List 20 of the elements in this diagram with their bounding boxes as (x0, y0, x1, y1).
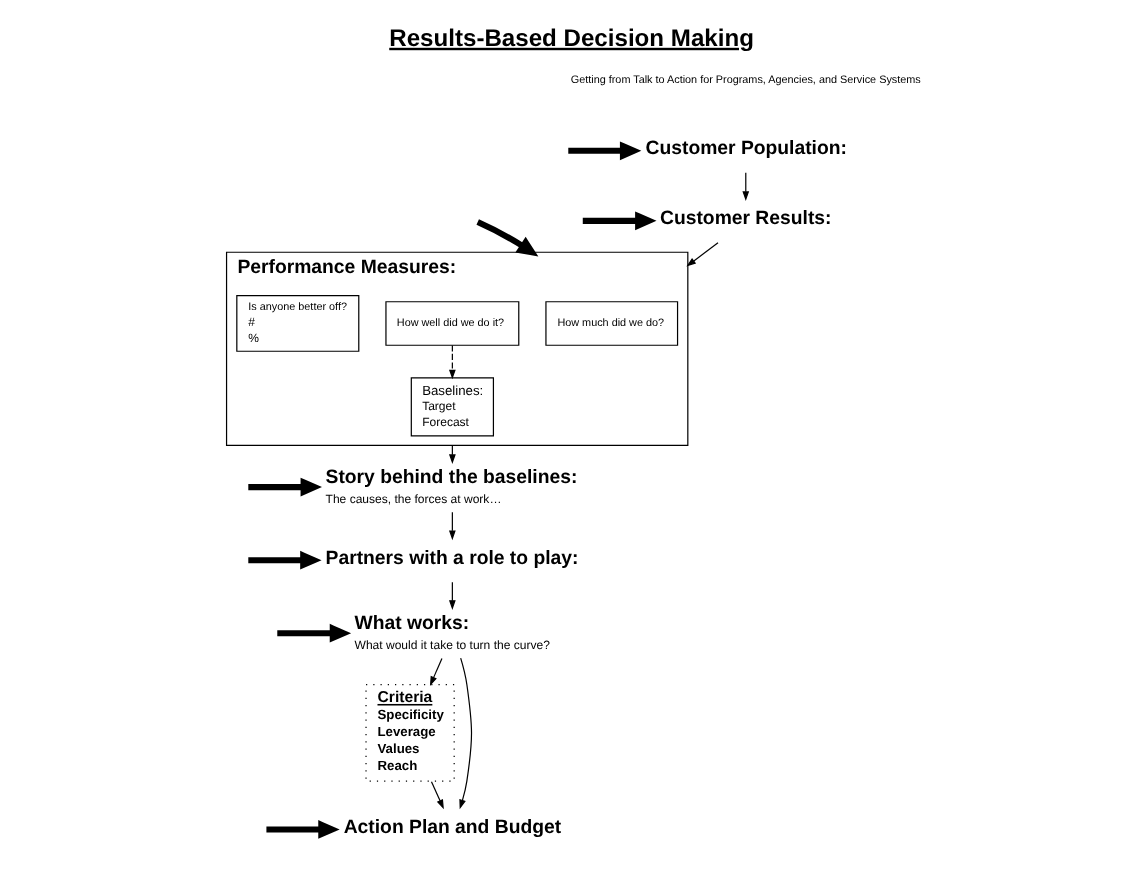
node-text: Customer Population: (645, 137, 847, 160)
arrow (568, 140, 642, 160)
arrow (476, 218, 539, 256)
arrow (266, 819, 340, 838)
arrow (459, 656, 473, 809)
arrow (448, 510, 456, 540)
arrow (582, 210, 657, 230)
arrow (429, 656, 443, 685)
arrow (248, 476, 322, 496)
arrow (686, 241, 719, 266)
arrow (277, 622, 352, 642)
node-text: Action Plan and Budget (343, 815, 562, 838)
arrow (448, 343, 456, 379)
arrow (430, 780, 444, 809)
node-text: Customer Results: (660, 207, 832, 230)
arrow (742, 171, 750, 200)
arrow (248, 549, 322, 569)
node-text: Partners with a role to play: (325, 546, 579, 569)
diagram-title: Results-Based Decision Making (389, 22, 754, 51)
arrow (448, 580, 456, 609)
